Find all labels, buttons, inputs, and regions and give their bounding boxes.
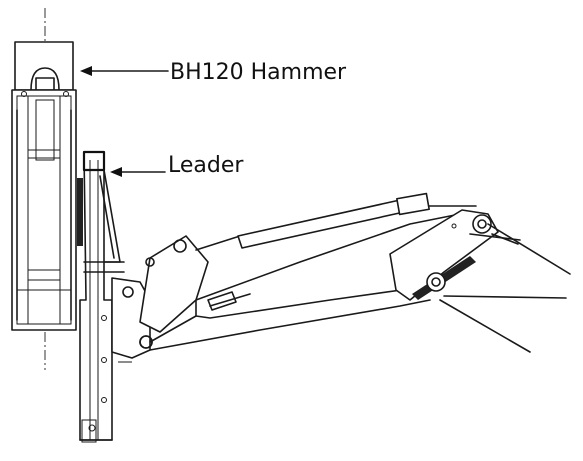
- hammer-label: BH120 Hammer: [170, 60, 347, 85]
- boom-arm: [139, 192, 477, 351]
- hammer-callout: BH120 Hammer: [80, 60, 347, 85]
- boom-head: [389, 209, 571, 353]
- leader-arrowhead: [110, 167, 122, 177]
- hammer-assembly: [11, 41, 77, 331]
- leader-label: Leader: [168, 153, 244, 178]
- hammer-arrowhead: [80, 66, 92, 76]
- leader-mast: [77, 150, 125, 443]
- leader-callout: Leader: [110, 153, 244, 178]
